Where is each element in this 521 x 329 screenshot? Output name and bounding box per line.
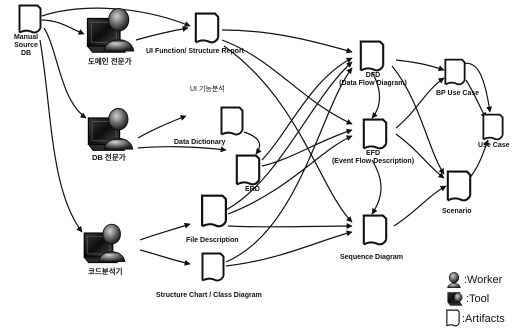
use-case-label: Use Case — [478, 142, 510, 149]
edge-file-desc-to-sequence — [227, 223, 353, 230]
legend-tool-label: :Tool — [466, 293, 490, 305]
bp-use-case-label: BP Use Case — [436, 90, 480, 97]
source-db-node — [18, 4, 42, 34]
db-expert-label: DB 전문가 — [92, 153, 126, 162]
db-expert-icon — [87, 107, 134, 152]
sequence-diagram-artifact-icon — [362, 214, 388, 246]
edge-sequence-to-scenario — [393, 185, 447, 227]
edge-source-to-db-expert — [43, 27, 87, 119]
edge-domain-expert-to-ui-report — [135, 25, 189, 41]
edge-efd-to-scenario — [395, 133, 445, 179]
edge-ui-report-to-efd — [221, 39, 353, 125]
edge-efd-to-sequence — [371, 159, 382, 215]
code-analyzer-icon — [83, 223, 126, 264]
structure-chart-class-diagram-label: Structure Chart / Class Diagram — [156, 292, 262, 299]
code-analyzer-label: 코드분석기 — [88, 267, 123, 276]
edge-structure-chart-to-dfd — [225, 67, 353, 263]
erd-artifact-icon — [235, 154, 261, 186]
edge-structure-chart-to-sequence — [225, 230, 353, 267]
edge-source-to-domain-expert — [41, 19, 85, 35]
edge-bp-use-case-top — [461, 62, 493, 113]
ui-function-analysis-label: UI 기능분석 — [190, 86, 225, 93]
dfd-artifact-icon — [359, 40, 385, 72]
edge-file-desc-to-efd — [227, 135, 353, 215]
efd-label: EFD (Event Flow Description) — [331, 150, 415, 165]
edge-efd-to-bp-use-case — [395, 77, 445, 129]
erd-label: ERD — [245, 186, 260, 193]
domain-expert-icon — [86, 7, 135, 53]
bp-use-case-artifact-icon — [444, 58, 466, 86]
edge-erd-to-efd — [261, 128, 353, 167]
data-dictionary-artifact-icon — [220, 106, 244, 136]
legend-artifacts-label: :Artifacts — [462, 313, 505, 325]
efd-artifact-icon — [362, 118, 388, 150]
sequence-diagram-label: Sequence Diagram — [340, 254, 404, 261]
edge-source-to-ui-report — [41, 7, 191, 27]
scenario-artifact-icon — [446, 170, 472, 202]
dfd-label: DFD (Data Flow Diagram) — [339, 72, 407, 87]
legend-artifact-icon — [446, 309, 460, 327]
use-case-artifact-icon — [482, 113, 504, 141]
edge-dfd-to-bp-use-case — [395, 59, 445, 72]
ui-function-structure-report-label: UI Function/ Structure Report — [146, 48, 244, 55]
edge-ui-report-to-sequence — [223, 45, 353, 223]
legend-tool-icon — [447, 292, 463, 306]
edge-source-to-code-analyzer — [39, 39, 83, 233]
domain-expert-label: 도메인 전문가 — [88, 57, 132, 66]
edge-file-desc-to-dfd — [225, 61, 353, 211]
edge-db-expert-to-erd — [137, 146, 227, 153]
edge-code-analyzer-to-file-desc — [139, 222, 191, 241]
edge-data-dictionary-to-erd — [243, 131, 262, 155]
edge-ui-report-to-dfd — [221, 29, 353, 54]
legend-worker-label: :Worker — [464, 274, 503, 286]
file-description-artifact-icon — [200, 194, 228, 228]
edge-bp-use-case-to-use-case — [465, 79, 487, 119]
file-description-label: File Description — [186, 237, 239, 244]
scenario-label: Scenario — [442, 208, 472, 215]
edge-code-analyzer-to-structure-chart — [139, 249, 191, 266]
structure-chart-artifact-icon — [201, 252, 225, 282]
edge-dfd-to-scenario — [391, 65, 445, 175]
manual-source-db-label: Manual Source DB — [13, 34, 39, 57]
legend-worker-icon — [447, 272, 461, 288]
edge-db-expert-to-data-dictionary — [137, 115, 187, 139]
ui-report-artifact-icon — [194, 12, 220, 44]
edge-erd-to-dfd — [261, 57, 353, 161]
edge-dfd-to-efd — [371, 71, 381, 119]
connector-lines — [39, 7, 493, 267]
data-dictionary-label: Data Dictionary — [174, 139, 226, 146]
